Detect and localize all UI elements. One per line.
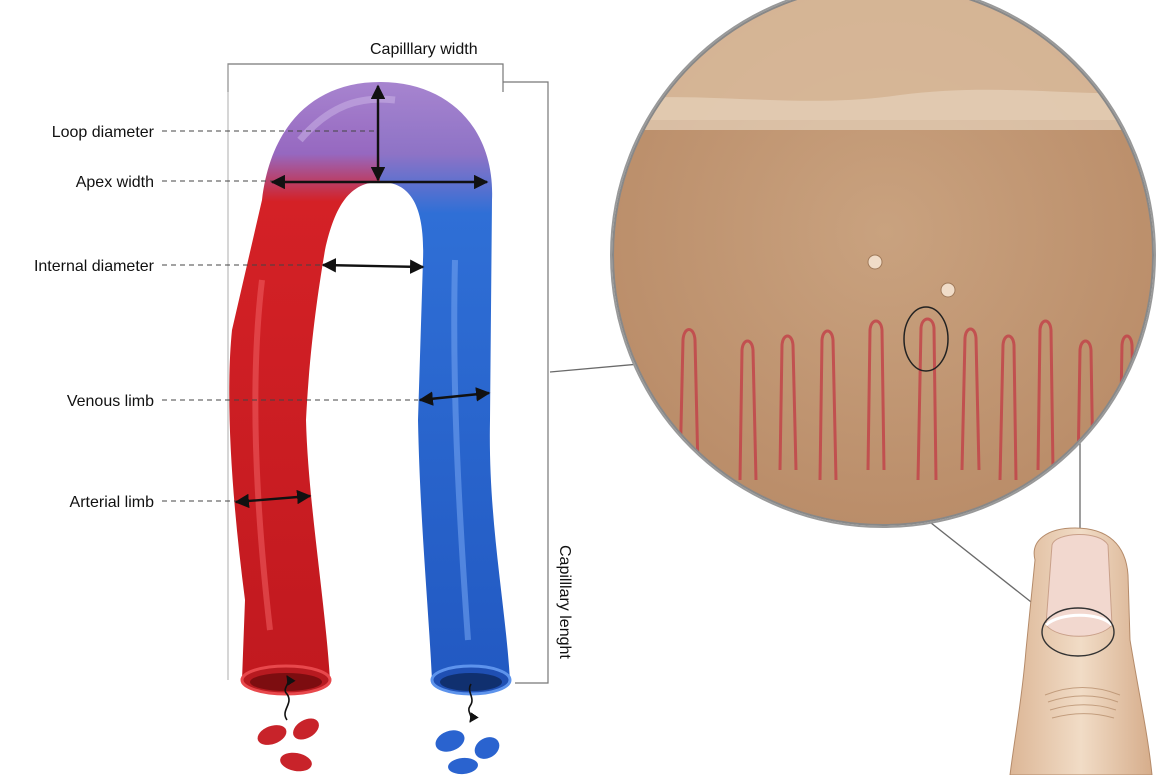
nailfold-magnified-view bbox=[600, 0, 1163, 540]
arterial-limb-tube bbox=[229, 82, 380, 680]
capillary-width-label: Capilllary width bbox=[370, 41, 478, 58]
venous-limb-label: Venous limb bbox=[67, 393, 154, 410]
capillary-loop bbox=[229, 82, 510, 694]
red-blood-cells bbox=[255, 714, 323, 773]
venous-limb-tube bbox=[380, 82, 510, 680]
internal-diameter-arrow bbox=[323, 265, 423, 267]
capillary-length-bracket bbox=[503, 82, 548, 683]
apex-width-label: Apex width bbox=[76, 174, 154, 191]
fingernail bbox=[1046, 534, 1112, 636]
finger-illustration bbox=[1010, 528, 1152, 775]
venous-blood-cells bbox=[432, 726, 503, 775]
arterial-limb-label: Arterial limb bbox=[70, 494, 155, 511]
capillary-length-label: Capilllary lenght bbox=[556, 545, 573, 659]
internal-diameter-label: Internal diameter bbox=[34, 258, 155, 275]
loop-diameter-label: Loop diameter bbox=[52, 124, 155, 141]
